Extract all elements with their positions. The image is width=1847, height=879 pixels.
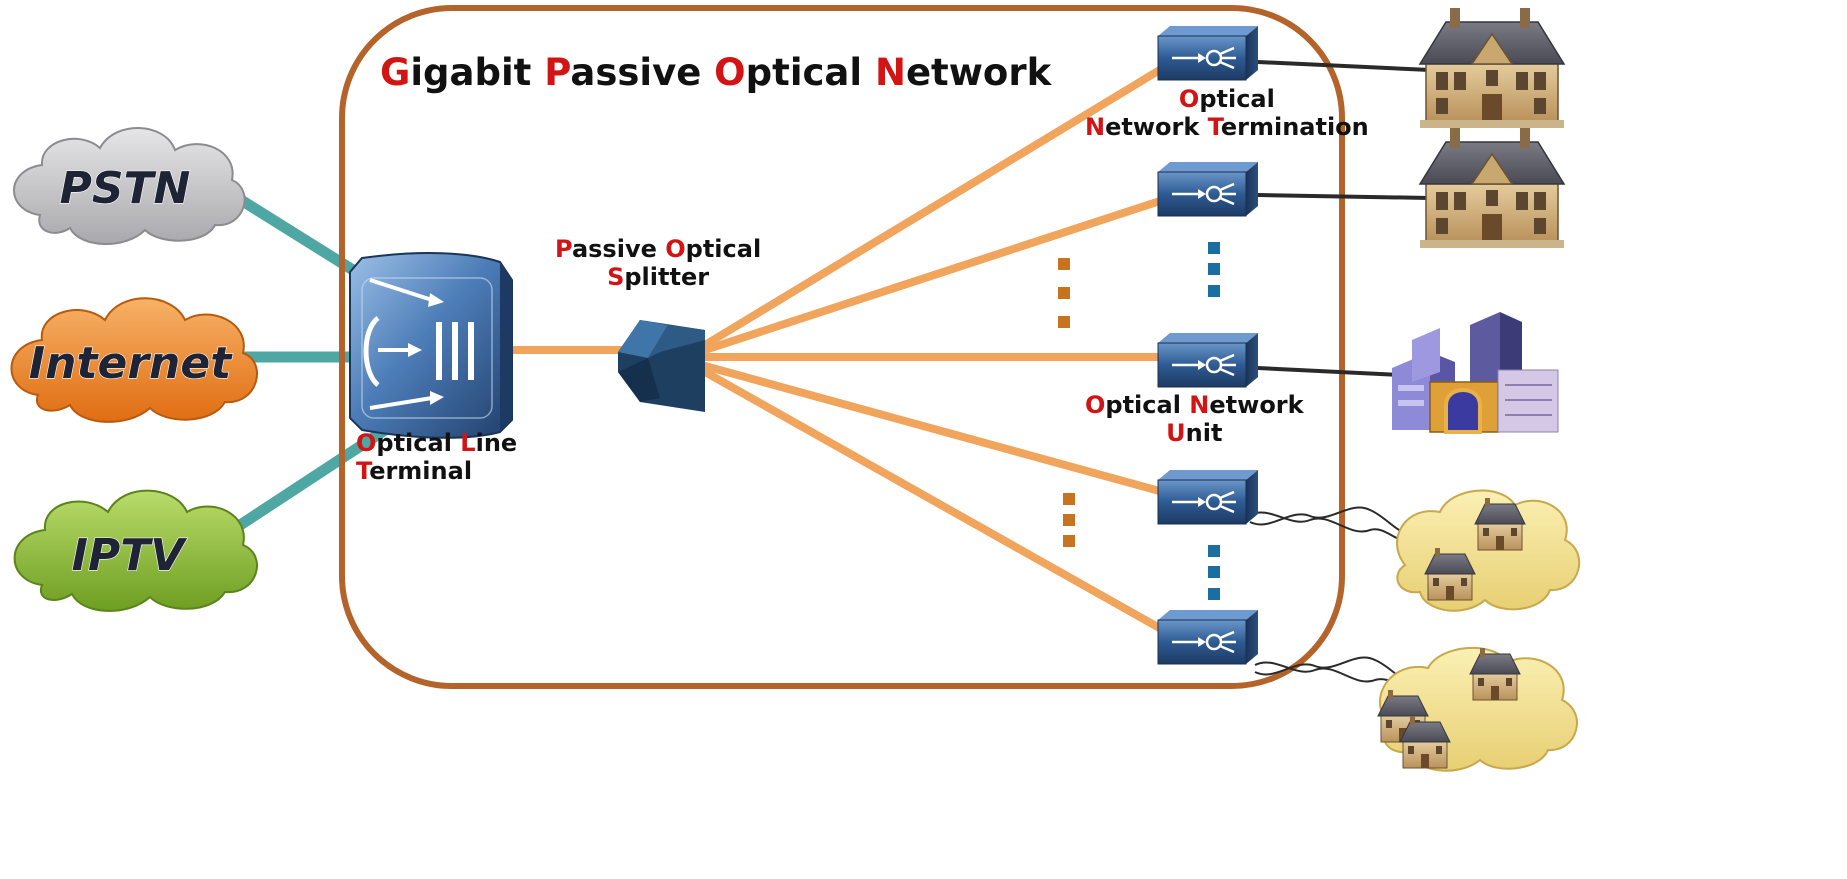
internet-cloud: Internet bbox=[10, 297, 258, 423]
diagram-title: Gigabit Passive Optical Network bbox=[380, 51, 1052, 95]
label-text: ermination bbox=[1220, 112, 1369, 141]
internet-label: Internet bbox=[29, 338, 233, 389]
label-line: Passive Optical bbox=[555, 235, 762, 264]
fiber-onu-1 bbox=[701, 64, 1167, 349]
iptv-link bbox=[219, 424, 391, 541]
label-line: Optical Network bbox=[1085, 391, 1304, 420]
ellipsis-orange-upper bbox=[1058, 258, 1070, 328]
label-text: ptical bbox=[745, 51, 875, 94]
cloud-icon bbox=[13, 489, 258, 612]
neighborhood-cloud-icon bbox=[1377, 646, 1578, 772]
fiber-links bbox=[501, 64, 1167, 634]
highlight-letter: P bbox=[544, 51, 571, 94]
label-text: assive bbox=[571, 235, 666, 263]
highlight-letter: O bbox=[356, 429, 377, 457]
optical-network-unit-icon bbox=[1156, 160, 1260, 218]
label-line: Optical Line bbox=[356, 429, 518, 458]
label-line: Optical bbox=[1085, 85, 1369, 114]
highlight-letter: L bbox=[460, 429, 476, 457]
highlight-letter: S bbox=[607, 262, 625, 291]
highlight-letter: N bbox=[1085, 112, 1106, 141]
highlight-letter: O bbox=[1085, 391, 1106, 419]
fiber-onu-4 bbox=[701, 362, 1167, 496]
house-icon bbox=[1419, 7, 1565, 129]
drop-office bbox=[1257, 366, 1401, 377]
label-line: Splitter bbox=[555, 262, 761, 292]
label-line: Unit bbox=[1085, 418, 1304, 448]
highlight-letter: N bbox=[874, 51, 906, 94]
highlight-letter: O bbox=[714, 51, 746, 94]
label-text: plitter bbox=[624, 262, 710, 291]
optical-network-unit-icon bbox=[1156, 24, 1260, 82]
fiber-onu-5 bbox=[701, 368, 1167, 634]
pstn-cloud: PSTN bbox=[13, 127, 246, 245]
cloud-icon bbox=[13, 127, 246, 245]
highlight-letter: N bbox=[1189, 391, 1210, 419]
label-text: ptical bbox=[685, 235, 762, 263]
optical-line-terminal-icon bbox=[349, 252, 513, 439]
drop-house-1 bbox=[1257, 60, 1431, 72]
label-text: ptical bbox=[1105, 391, 1190, 419]
highlight-letter: U bbox=[1166, 418, 1186, 447]
ellipsis-blue-lower bbox=[1208, 545, 1220, 600]
optical-network-unit-icon bbox=[1156, 331, 1260, 389]
house-icon bbox=[1419, 127, 1565, 249]
passive-splitter-icon bbox=[618, 320, 705, 412]
gpon-boundary bbox=[339, 5, 1345, 689]
pstn-label: PSTN bbox=[60, 163, 191, 214]
coax-links bbox=[1249, 506, 1416, 690]
iptv-label: IPTV bbox=[72, 530, 188, 581]
label-text: etwork bbox=[905, 51, 1052, 94]
label-text: assive bbox=[570, 51, 715, 94]
cloud-icon bbox=[10, 297, 258, 423]
highlight-letter: P bbox=[555, 235, 572, 263]
fiber-onu-2 bbox=[701, 196, 1167, 354]
label-text: ine bbox=[475, 429, 518, 457]
ellipsis-blue-upper bbox=[1208, 242, 1220, 297]
label-line: Network Termination bbox=[1085, 112, 1369, 142]
highlight-letter: O bbox=[1178, 85, 1200, 113]
label-text: nit bbox=[1185, 418, 1223, 447]
label-text: ptical bbox=[1199, 85, 1275, 113]
label-text: erminal bbox=[369, 456, 473, 485]
neighborhood-cloud-icon bbox=[1396, 489, 1581, 612]
label-text: igabit bbox=[410, 51, 545, 94]
highlight-letter: G bbox=[380, 51, 411, 94]
iptv-cloud: IPTV bbox=[13, 489, 258, 612]
highlight-letter: T bbox=[1207, 112, 1221, 141]
drop-links bbox=[1257, 60, 1431, 377]
highlight-letter: T bbox=[356, 456, 370, 485]
office-building-icon bbox=[1392, 312, 1559, 434]
coax-onu-4 bbox=[1249, 506, 1411, 542]
label-text: etwork bbox=[1209, 391, 1304, 419]
ellipsis-orange-lower bbox=[1063, 493, 1075, 547]
drop-house-2 bbox=[1257, 193, 1431, 200]
highlight-letter: O bbox=[665, 235, 686, 263]
label-text: etwork bbox=[1105, 112, 1208, 141]
label-text: ptical bbox=[376, 429, 461, 457]
optical-network-unit-icon bbox=[1156, 468, 1260, 526]
label-line: Terminal bbox=[356, 456, 517, 486]
optical-network-unit-icon bbox=[1156, 608, 1260, 666]
